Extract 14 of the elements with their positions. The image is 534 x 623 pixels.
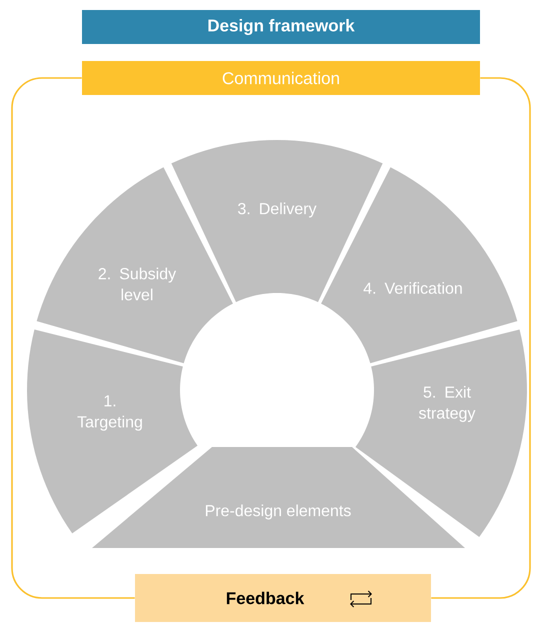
segment: 2. Subsidy level bbox=[36, 167, 233, 364]
loop-line bbox=[11, 77, 135, 599]
segment: 5. Exit strategy bbox=[355, 330, 527, 537]
loop-line bbox=[431, 77, 531, 599]
feedback-box: Feedback bbox=[135, 574, 431, 622]
segment: 1. Targeting bbox=[27, 330, 198, 534]
node-label: 3. Delivery bbox=[238, 202, 317, 218]
banner: Communication bbox=[82, 61, 480, 95]
segment: 4. Verification bbox=[321, 167, 518, 364]
node-label: 5. Exit strategy bbox=[418, 386, 476, 422]
node-label: Pre-design elements bbox=[206, 504, 351, 520]
segment: Pre-design elements bbox=[92, 447, 465, 548]
node-label: 1. Targeting bbox=[77, 395, 142, 431]
title-bar: Design framework bbox=[82, 10, 480, 44]
